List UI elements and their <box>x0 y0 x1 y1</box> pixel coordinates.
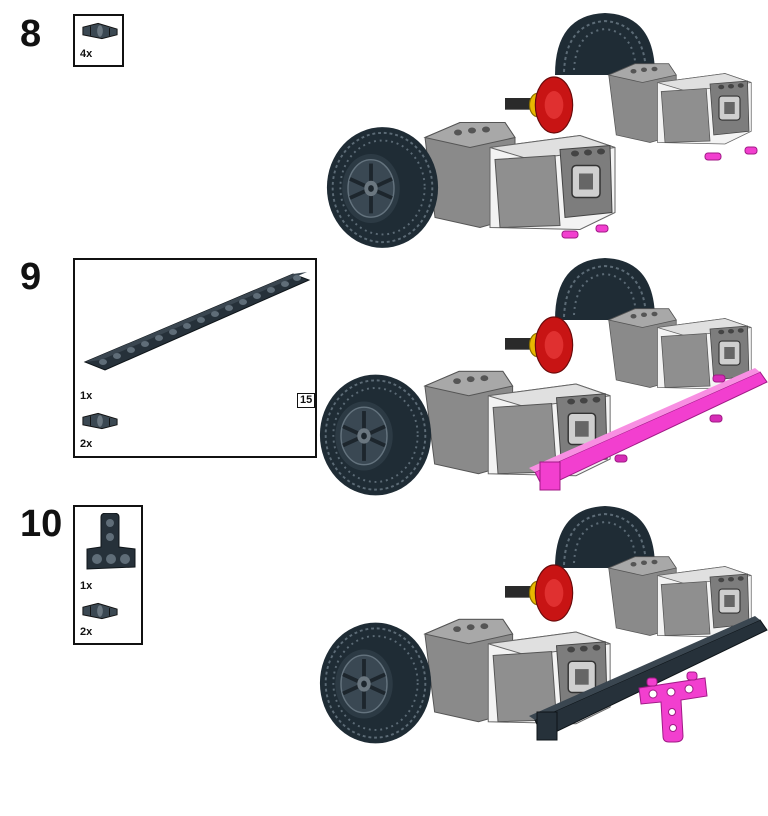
part-quantity: 1x <box>80 580 93 592</box>
t-beam-icon <box>86 513 136 570</box>
connector-pin-icon <box>81 21 119 41</box>
step-9-assembly <box>318 257 768 498</box>
part-quantity: 4x <box>80 48 93 60</box>
part-quantity: 1x <box>80 390 93 402</box>
connector-pin-icon <box>81 601 119 621</box>
part-quantity: 2x <box>80 626 93 638</box>
step-number: 9 <box>20 256 42 298</box>
step-10-assembly <box>318 505 768 746</box>
step-number: 8 <box>20 13 42 55</box>
beam-length-label: 15 <box>297 393 316 408</box>
step-8-assembly <box>320 12 758 255</box>
parts-callout: 1x 2x 15 <box>73 258 317 458</box>
parts-callout: 4x <box>73 14 124 67</box>
part-quantity: 2x <box>80 438 93 450</box>
beam-15-icon <box>83 272 311 371</box>
connector-pin-icon <box>81 411 119 431</box>
step-number: 10 <box>20 503 63 545</box>
parts-callout: 1x 2x <box>73 505 143 645</box>
